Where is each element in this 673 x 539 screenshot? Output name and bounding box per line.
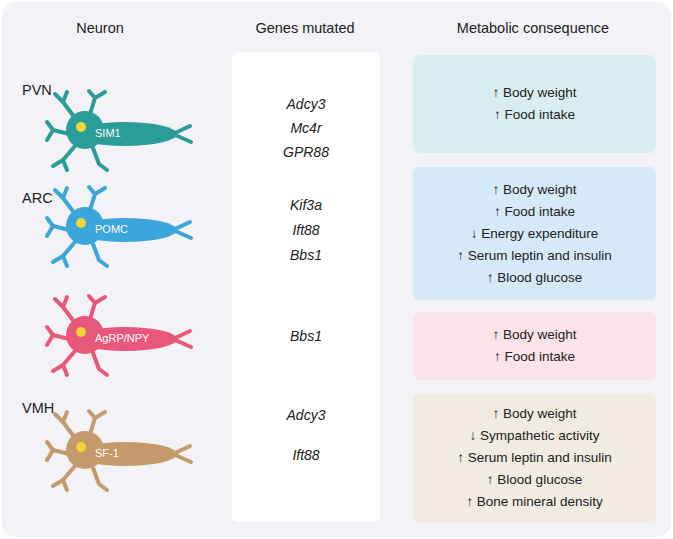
neuron-label: POMC (95, 223, 128, 235)
dendrite (89, 296, 95, 319)
consequence-text: ↑ Blood glucose (487, 267, 582, 289)
dendrite (47, 450, 53, 460)
dendrite (93, 244, 107, 266)
region-label: ARC (22, 190, 53, 206)
column-header: Neuron (76, 20, 124, 36)
consequence-text: ↑ Food intake (494, 346, 575, 368)
neuron-label: AgRP/NPY (95, 332, 149, 344)
consequence-text: ↓ Energy expenditure (471, 223, 599, 245)
neuron-cell: AgRP/NPY (45, 295, 195, 377)
dendrite (63, 412, 67, 422)
column-header: Genes mutated (255, 20, 354, 36)
consequence-text: ↑ Blood glucose (487, 469, 582, 491)
consequence-text: ↑ Food intake (494, 201, 575, 223)
dendrite (95, 297, 105, 303)
dendrite (63, 256, 67, 266)
consequence-box: ↑ Body weight↓ Sympathetic activity↑ Ser… (413, 393, 656, 523)
dendrite (63, 365, 67, 375)
nucleus (76, 218, 86, 228)
dendrite (47, 335, 53, 345)
gene-name: Kif3a (232, 197, 380, 213)
region-label: PVN (22, 82, 52, 98)
dendrite (95, 412, 105, 418)
dendrite (93, 148, 107, 170)
dendrite (95, 92, 105, 98)
gene-name: Adcy3 (232, 407, 380, 423)
nucleus (76, 442, 86, 452)
consequence-text: ↑ Food intake (494, 104, 575, 126)
consequence-text: ↑ Body weight (492, 82, 576, 104)
dendrite (63, 160, 67, 170)
gene-name: Bbs1 (232, 247, 380, 263)
dendrite (47, 130, 53, 140)
consequence-text: ↓ Sympathetic activity (470, 425, 600, 447)
consequence-text: ↑ Body weight (492, 403, 576, 425)
dendrite (89, 91, 95, 114)
dendrite (89, 187, 95, 210)
dendrite (63, 92, 67, 102)
gene-name: Bbs1 (232, 328, 380, 344)
dendrite (63, 188, 67, 198)
dendrite (63, 297, 67, 307)
consequence-box: ↑ Body weight↑ Food intake (413, 55, 656, 153)
gene-panel: Adcy3Mc4rGPR88Kif3aIft88Bbs1Bbs1Adcy3Ift… (232, 52, 380, 522)
consequence-text: ↑ Body weight (492, 179, 576, 201)
gene-name: GPR88 (232, 144, 380, 160)
dendrite (63, 480, 67, 490)
dendrite (47, 226, 53, 236)
gene-name: Ift88 (232, 447, 380, 463)
dendrite (95, 188, 105, 194)
gene-name: Ift88 (232, 222, 380, 238)
dendrite (93, 353, 107, 375)
neuron-label: SF-1 (95, 447, 119, 459)
gene-name: Mc4r (232, 120, 380, 136)
region-label: VMH (22, 400, 54, 416)
neuron-cell: SIM1 (45, 90, 195, 172)
consequence-text: ↑ Bone mineral density (466, 491, 603, 513)
consequence-box: ↑ Body weight↑ Food intake↓ Energy expen… (413, 167, 656, 300)
column-header: Metabolic consequence (457, 20, 609, 36)
consequence-text: ↑ Serum leptin and insulin (457, 245, 612, 267)
consequence-text: ↑ Serum leptin and insulin (457, 447, 612, 469)
nucleus (76, 327, 86, 337)
nucleus (76, 122, 86, 132)
neuron-cell: POMC (45, 186, 195, 268)
neuron-cell: SF-1 (45, 410, 195, 492)
consequence-box: ↑ Body weight↑ Food intake (413, 312, 656, 380)
dendrite (93, 468, 107, 490)
dendrite (89, 411, 95, 434)
neuron-label: SIM1 (95, 127, 121, 139)
neuron-shape (45, 410, 195, 492)
gene-name: Adcy3 (232, 96, 380, 112)
consequence-text: ↑ Body weight (492, 324, 576, 346)
